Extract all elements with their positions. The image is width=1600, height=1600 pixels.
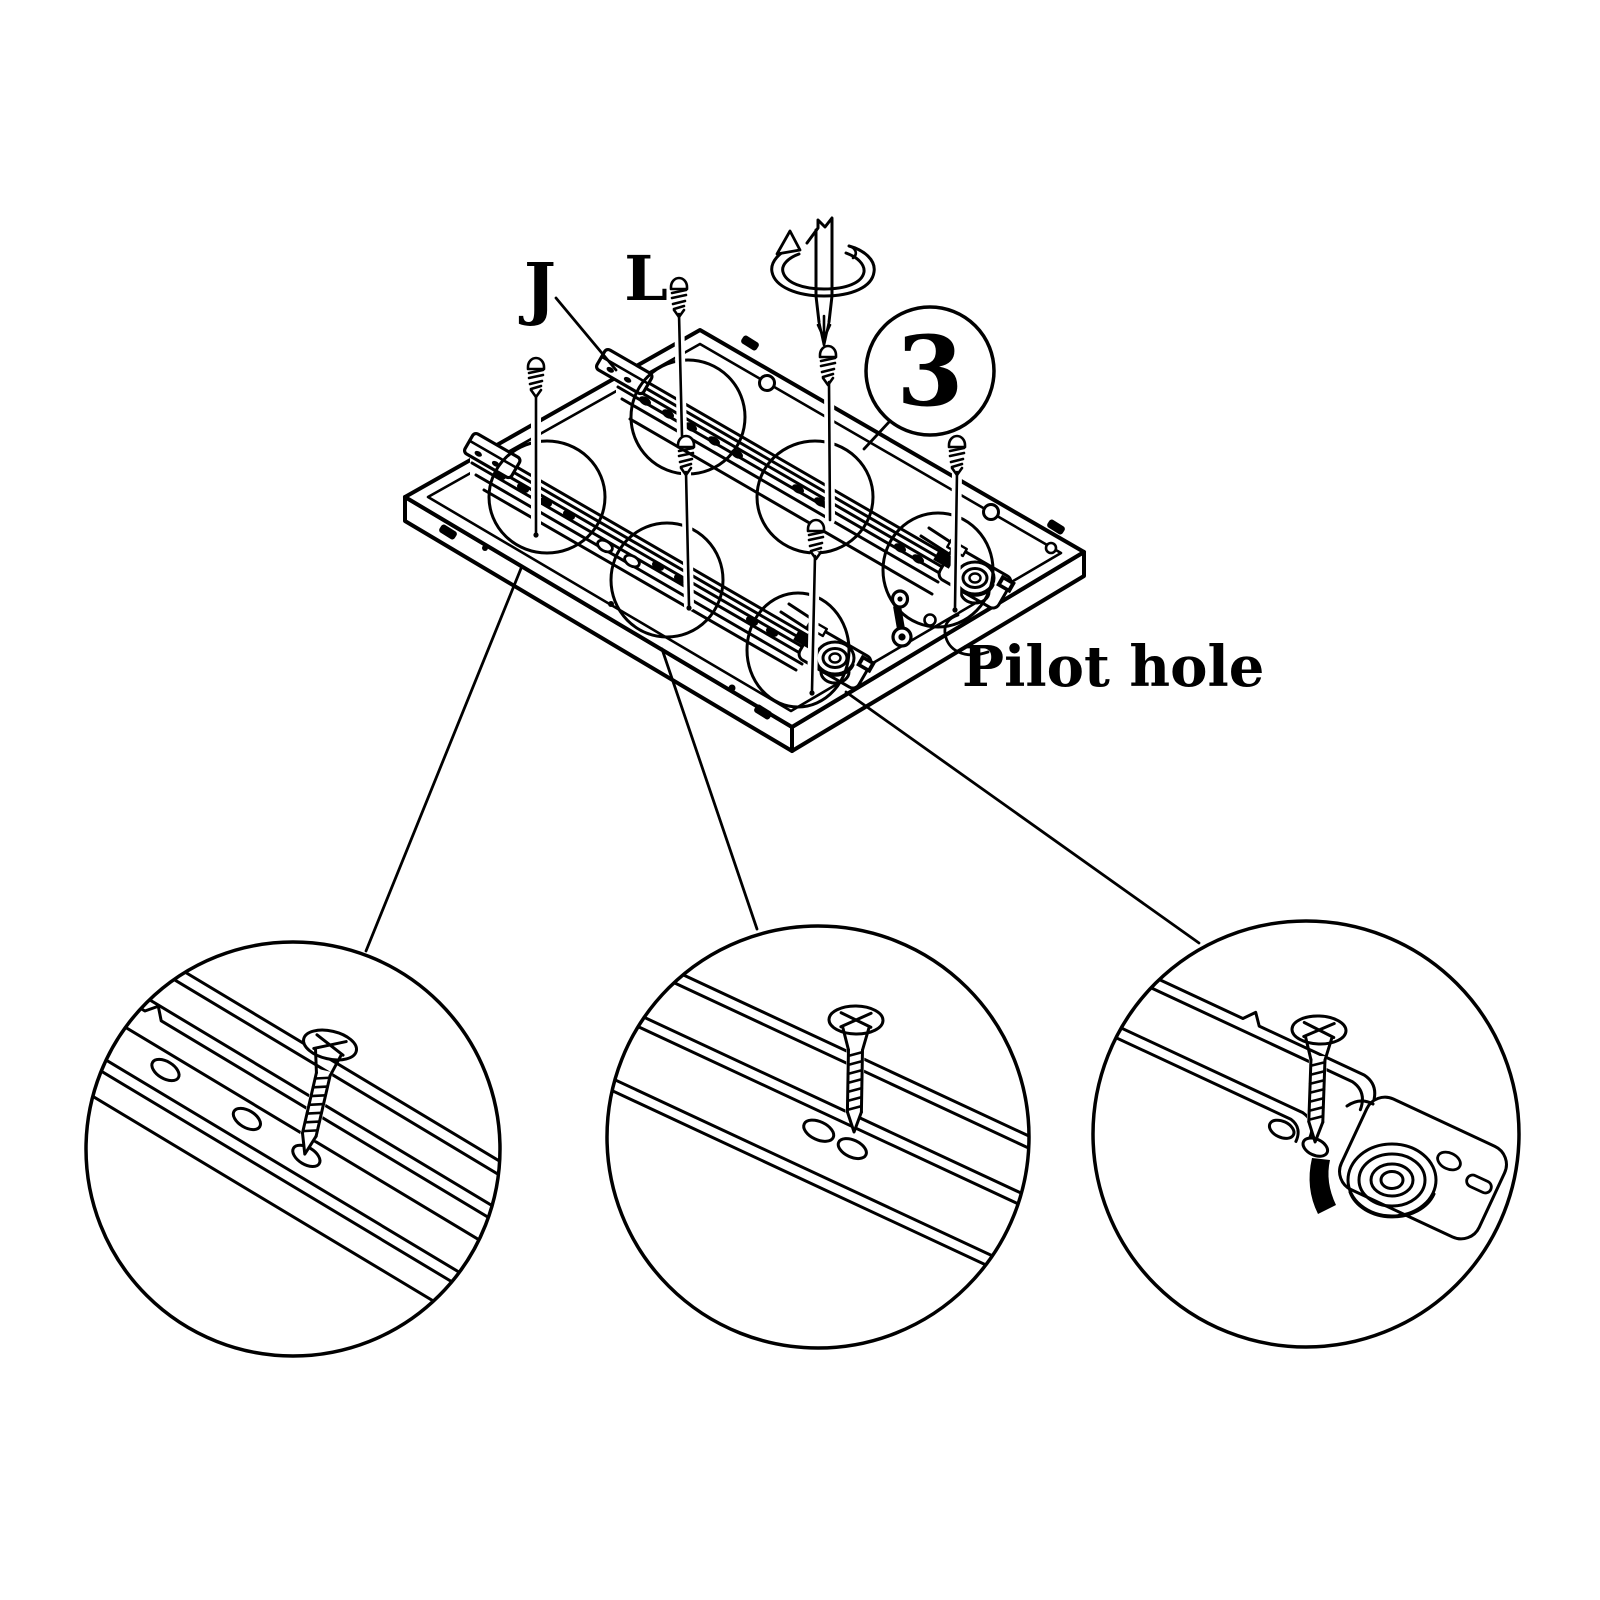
floating-screws — [526, 276, 967, 696]
rail-hole — [150, 1057, 181, 1083]
detail-view-left — [84, 940, 502, 1358]
label-l: L — [624, 242, 668, 315]
screwdriver-icon — [770, 216, 876, 347]
peg — [439, 524, 457, 540]
panel-hole — [1044, 541, 1058, 555]
bracket-slot — [1465, 1173, 1493, 1195]
cam-pegs — [439, 335, 1065, 720]
detail-view-right — [1091, 919, 1521, 1349]
rotation-arrow-icon — [770, 229, 876, 298]
bracket-hole — [1436, 1150, 1462, 1172]
highlight-spot-3 — [881, 511, 995, 629]
annotations: J L 3 Pilot hole — [364, 242, 1264, 953]
pilot-hole-mark — [923, 613, 937, 627]
screw — [806, 518, 826, 696]
leader-j — [554, 296, 618, 372]
part-number: 3 — [897, 315, 964, 428]
leader-detail-left — [364, 564, 524, 953]
slide-screw-holes — [639, 396, 924, 564]
drawer-slide-back — [594, 347, 1016, 610]
rail-hole-target — [1301, 1136, 1330, 1158]
screw — [526, 356, 546, 538]
rail-hole — [231, 1106, 262, 1132]
slide-hole-open — [623, 553, 641, 569]
edge-dot — [728, 684, 736, 692]
edge-dot — [482, 545, 488, 551]
screw — [818, 344, 838, 525]
detail-swivel-wheel — [1346, 1142, 1438, 1218]
peg — [741, 335, 759, 351]
rail-hole-target — [836, 1137, 868, 1161]
screw-l — [669, 276, 689, 441]
label-j: J — [519, 249, 556, 329]
rail-hole — [802, 1118, 836, 1143]
edge-dot — [608, 601, 614, 607]
label-pilot-hole: Pilot hole — [962, 634, 1264, 700]
peg — [1047, 519, 1065, 535]
screw — [676, 434, 696, 611]
screw — [947, 434, 967, 613]
highlight-spot-4 — [487, 439, 607, 555]
panel-hole — [758, 374, 776, 392]
panel-hole — [982, 503, 1000, 521]
leader-pilot-hole — [943, 613, 990, 657]
detail-view-middle — [605, 924, 1031, 1350]
highlight-spot-6 — [745, 591, 851, 709]
leader-detail-middle — [660, 647, 759, 931]
peg — [754, 704, 772, 720]
highlight-spot-5 — [609, 521, 725, 639]
rail-hole-target — [291, 1143, 322, 1168]
slide-screw-holes — [494, 470, 778, 637]
leader-detail-right — [844, 690, 1201, 945]
rail-hole — [1267, 1118, 1296, 1140]
part-number-balloon: 3 — [862, 305, 996, 451]
detail-wheel-bracket — [1309, 1095, 1508, 1241]
slide-hole-open — [596, 538, 614, 554]
panel-inner-outline — [426, 342, 1063, 713]
